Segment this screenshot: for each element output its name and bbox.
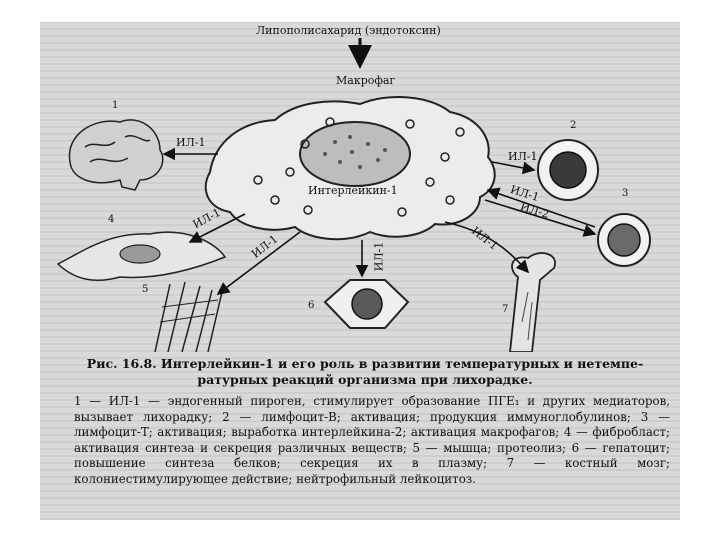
arrow-label-hepatocyte: ИЛ-1	[372, 241, 386, 272]
arrow-from-lymph-t	[486, 187, 596, 228]
label-number-3: 3	[622, 188, 629, 199]
figure-16-8: Липополисахарид (эндотоксин) Макрофаг Ин…	[40, 22, 680, 353]
lymphocyte-b-icon	[537, 139, 599, 201]
arrow-to-bone-marrow	[444, 221, 530, 274]
hepatocyte-icon	[323, 279, 410, 329]
caption-title-line-1: Рис. 16.8. Интерлейкин-1 и его роль в ра…	[86, 356, 644, 371]
lymphocyte-t-icon	[597, 213, 651, 267]
macrophage-label: Макрофаг	[336, 74, 396, 87]
macrophage-vesicles	[253, 117, 465, 217]
label-number-1: 1	[112, 100, 119, 111]
bone-marrow-icon	[508, 252, 556, 353]
caption-body-text: 1 — ИЛ-1 — эндогенный пироген, стимулиру…	[74, 394, 670, 486]
arrow-to-muscle	[216, 231, 301, 295]
label-number-5: 5	[142, 284, 149, 295]
interleukin-label: Интерлейкин-1	[308, 184, 398, 197]
endotoxin-label: Липополисахарид (эндотоксин)	[256, 24, 441, 37]
arrow-label-lymph-b: ИЛ-1	[508, 150, 538, 163]
caption-title-line-2: ратурных реакций организма при лихорадке…	[197, 372, 533, 387]
muscle-icon	[154, 281, 223, 353]
arrow-label-brain: ИЛ-1	[176, 136, 206, 149]
fibroblast-icon	[56, 231, 227, 282]
label-number-2: 2	[570, 120, 577, 131]
figure-caption-title: Рис. 16.8. Интерлейкин-1 и его роль в ра…	[60, 356, 670, 388]
figure-caption-body: 1 — ИЛ-1 — эндогенный пироген, стимулиру…	[74, 394, 670, 487]
nucleus-texture	[323, 135, 387, 169]
document-page: Липополисахарид (эндотоксин) Макрофаг Ин…	[40, 22, 680, 520]
arrow-to-lymph-t	[484, 199, 597, 237]
label-number-7: 7	[502, 304, 509, 315]
arrow-to-fibroblast	[188, 213, 246, 243]
arrow-to-lymph-b	[491, 161, 536, 175]
macrophage-nucleus	[299, 121, 411, 187]
brain-icon	[68, 119, 164, 191]
figure-diagram	[56, 38, 651, 353]
label-number-4: 4	[108, 214, 115, 225]
label-number-6: 6	[308, 300, 315, 311]
